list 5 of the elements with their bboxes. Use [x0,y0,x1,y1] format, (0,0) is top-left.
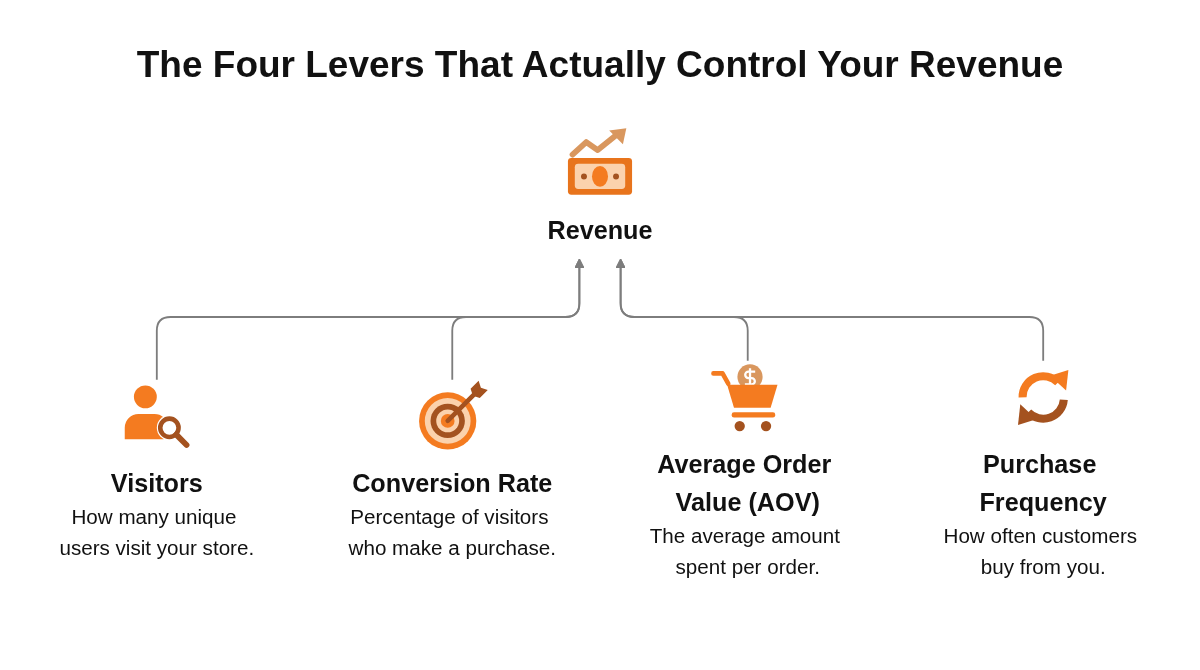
node-label: Revenue [547,216,653,246]
arrow [451,258,585,381]
arrow [615,258,1045,362]
arrow [155,258,585,381]
title: The Four Levers That Actually Control Your Revenue [136,44,1064,86]
